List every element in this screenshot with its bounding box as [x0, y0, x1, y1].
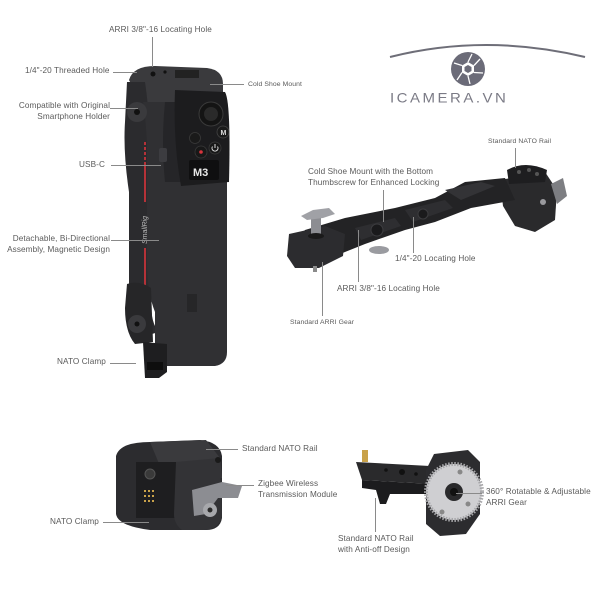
label-module-nato-clamp: NATO Clamp: [50, 517, 99, 526]
label-zigbee-module: Zigbee Wireless Transmission Module: [258, 479, 337, 500]
leader-line: [375, 498, 376, 532]
label-nato-rail-anti-off: Standard NATO Rail with Anti-off Design: [338, 534, 414, 555]
label-arm-arri-locating-hole: ARRI 3/8"-16 Locating Hole: [337, 284, 440, 293]
label-line: Assembly, Magnetic Design: [7, 244, 110, 254]
label-arri-locating-hole: ARRI 3/8"-16 Locating Hole: [109, 25, 212, 34]
label-line: Detachable, Bi-Directional: [12, 234, 110, 243]
leader-line: [110, 108, 138, 109]
leader-line: [206, 449, 238, 450]
brand-text: ICAMERA.VN: [390, 90, 509, 107]
label-arm-nato-rail: Standard NATO Rail: [488, 138, 552, 145]
svg-text:M: M: [221, 130, 227, 137]
leader-line: [383, 190, 384, 222]
label-line: Thumbscrew for Enhanced Locking: [308, 177, 440, 187]
leader-line: [110, 363, 136, 364]
label-module-nato-rail: Standard NATO Rail: [242, 444, 318, 453]
leader-line: [210, 84, 244, 85]
label-arm-quarter-locating-hole: 1/4"-20 Locating Hole: [395, 254, 476, 263]
site-logo: [389, 44, 586, 86]
label-rotatable-arri-gear: 360° Rotatable & Adjustable ARRI Gear: [486, 487, 591, 508]
label-threaded-hole: 1/4"-20 Threaded Hole: [25, 66, 110, 75]
arri-gear-adapter-image: [356, 450, 484, 536]
extension-arm-image: [287, 165, 567, 272]
label-line: Standard NATO Rail: [338, 534, 414, 543]
leader-line: [111, 240, 159, 241]
model-badge: M3: [193, 167, 208, 179]
label-line: ARRI Gear: [486, 497, 527, 507]
label-line: 360° Rotatable & Adjustable: [486, 487, 591, 496]
svg-text:SmallRig: SmallRig: [142, 216, 149, 244]
handle-grip-image: M M3 SmallRig: [124, 66, 230, 378]
leader-line: [152, 37, 153, 67]
label-detachable-assembly: Detachable, Bi-Directional Assembly, Mag…: [0, 234, 110, 255]
label-cold-shoe-mount: Cold Shoe Mount: [248, 81, 303, 88]
label-line: Cold Shoe Mount with the Bottom: [308, 167, 434, 176]
leader-line: [515, 148, 516, 168]
leader-line: [111, 165, 161, 166]
leader-line: [358, 230, 359, 282]
leader-line: [113, 72, 137, 73]
label-line: Transmission Module: [258, 489, 338, 499]
label-line: Compatible with Original: [18, 101, 110, 110]
leader-line: [413, 217, 414, 253]
label-line: Zigbee Wireless: [258, 479, 319, 488]
leader-line: [322, 262, 323, 316]
label-arm-cold-shoe: Cold Shoe Mount with the Bottom Thumbscr…: [308, 167, 439, 188]
leader-line: [456, 493, 482, 494]
wireless-module-image: [116, 440, 242, 530]
label-smartphone-holder: Compatible with Original Smartphone Hold…: [8, 101, 110, 122]
label-nato-clamp-handle: NATO Clamp: [57, 357, 106, 366]
label-usb-c: USB-C: [79, 160, 105, 169]
label-arm-arri-gear: Standard ARRI Gear: [290, 319, 355, 326]
leader-line: [103, 522, 149, 523]
label-line: with Anti-off Design: [338, 544, 410, 554]
leader-line: [226, 485, 254, 486]
camera-aperture-icon: [451, 52, 485, 86]
label-line: Smartphone Holder: [37, 111, 110, 121]
